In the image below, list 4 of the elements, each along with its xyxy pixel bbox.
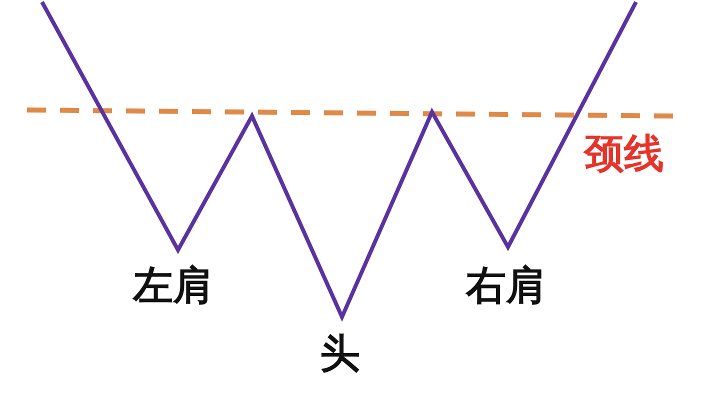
neckline-label: 颈线 [584,134,664,174]
head-label: 头 [320,334,360,374]
right-shoulder-label: 右肩 [466,266,546,306]
left-shoulder-label: 左肩 [133,266,213,306]
